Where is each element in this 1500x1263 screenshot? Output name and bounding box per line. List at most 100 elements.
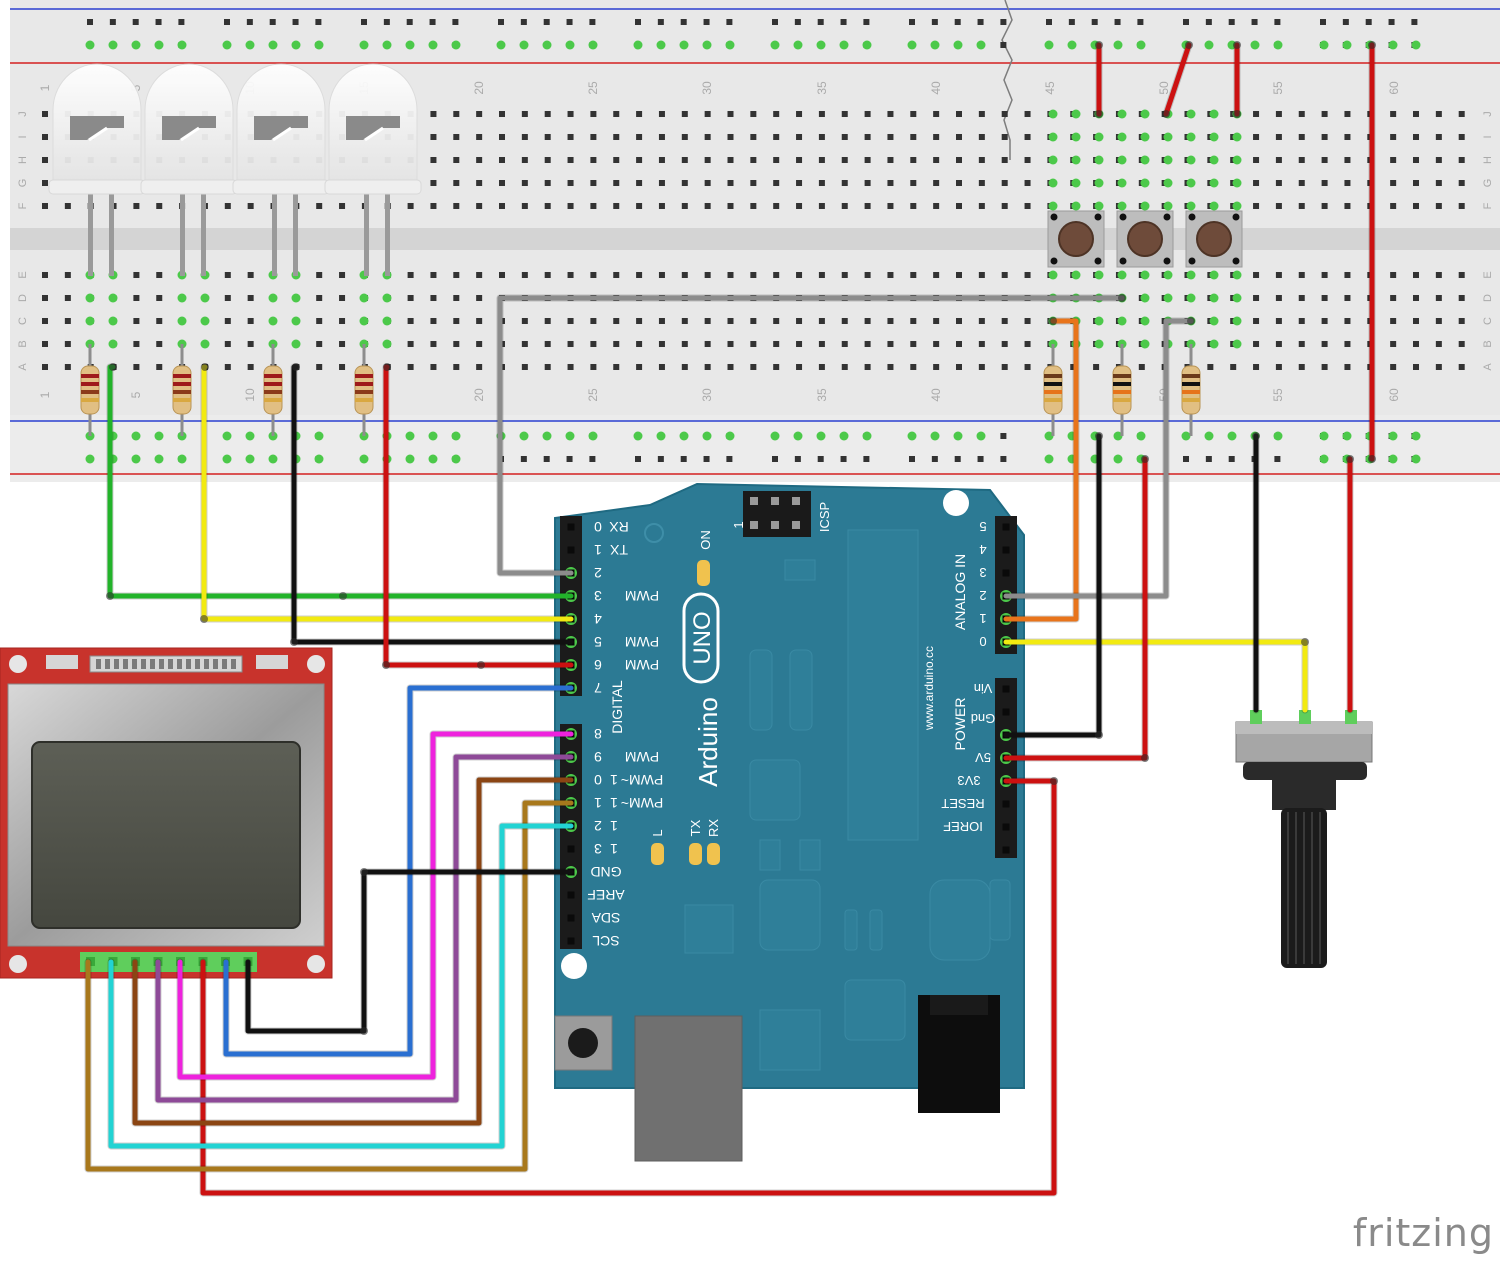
breadboard-hole (1321, 134, 1328, 140)
connected-hole (1186, 132, 1196, 142)
breadboard-hole (773, 134, 780, 140)
connected-hole (1117, 270, 1127, 280)
rail-hole (566, 19, 573, 25)
connected-hole (1232, 178, 1242, 188)
rail-hole (1137, 19, 1144, 25)
connected-hole (1232, 293, 1242, 303)
connected-hole (428, 431, 438, 441)
breadboard-hole (933, 111, 940, 117)
connected-hole (451, 40, 461, 50)
breadboard-hole (818, 157, 825, 163)
analog-pin-number: 3 (979, 565, 986, 580)
breadboard-hole (1458, 295, 1465, 301)
rail-hole (703, 456, 710, 462)
resistor (1043, 344, 1063, 436)
breadboard-hole (1275, 295, 1282, 301)
connected-hole (1048, 132, 1058, 142)
breadboard-hole (1321, 272, 1328, 278)
breadboard-hole (1207, 364, 1214, 370)
breadboard-hole (681, 364, 688, 370)
breadboard-hole (1344, 134, 1351, 140)
wire-red-top2 (1163, 42, 1192, 117)
column-number: 55 (1271, 81, 1285, 95)
column-number: 30 (700, 388, 714, 402)
breadboard-hole (42, 111, 48, 117)
breadboard-hole (224, 364, 231, 370)
analog-pin-number: 1 (979, 611, 986, 626)
breadboard-hole (407, 203, 414, 209)
wire-bend (1187, 317, 1195, 325)
connected-hole (200, 339, 210, 349)
digital-pin-number: 2 (594, 818, 602, 834)
rail-hole (1342, 19, 1349, 25)
breadboard-hole (978, 318, 985, 324)
rail-hole (1274, 456, 1281, 462)
on-label: ON (698, 530, 713, 550)
breadboard-hole (773, 364, 780, 370)
breadboard-hole (476, 272, 483, 278)
rail-hole (1320, 19, 1326, 25)
breadboard-hole (1298, 272, 1305, 278)
breadboard-hole (750, 180, 757, 186)
rail-hole (1000, 42, 1007, 48)
breadboard-hole (887, 341, 894, 347)
breadboard-hole (796, 180, 803, 186)
connected-hole (428, 40, 438, 50)
breadboard-hole (430, 157, 437, 163)
lcd-pin-strip (80, 952, 257, 972)
row-letter: G (17, 179, 29, 188)
breadboard-hole (818, 134, 825, 140)
connected-hole (1163, 270, 1173, 280)
rail-hole (909, 19, 915, 25)
breadboard-hole (796, 341, 803, 347)
breadboard-hole (796, 203, 803, 209)
connected-hole (177, 293, 187, 303)
breadboard-hole (887, 318, 894, 324)
connected-hole (1163, 178, 1173, 188)
breadboard-hole (613, 341, 620, 347)
breadboard-hole (1413, 203, 1419, 209)
digital-pin-number: 1 (610, 772, 618, 788)
breadboard-hole (1344, 203, 1351, 209)
breadboard-hole (1001, 111, 1008, 117)
connected-hole (1071, 155, 1081, 165)
breadboard-hole (1070, 364, 1077, 370)
connected-hole (1117, 178, 1127, 188)
breadboard-hole (1344, 295, 1351, 301)
power-header (995, 678, 1017, 858)
breadboard-hole (1458, 272, 1465, 278)
breadboard-hole (133, 295, 140, 301)
breadboard-hole (1253, 295, 1260, 301)
connected-hole (268, 454, 278, 464)
header-pin-hole (1002, 708, 1010, 716)
breadboard-hole (430, 341, 437, 347)
breadboard-hole (544, 180, 551, 186)
breadboard-hole (910, 341, 917, 347)
breadboard-hole (499, 272, 505, 278)
breadboard-hole (681, 203, 688, 209)
analog-pin-number: 4 (979, 542, 986, 557)
breadboard-hole (1413, 364, 1419, 370)
breadboard-hole (42, 134, 48, 140)
breadboard-hole (247, 318, 254, 324)
breadboard-hole (476, 157, 483, 163)
rail-hole (1068, 19, 1075, 25)
digital-pin-number: 3 (594, 588, 602, 604)
breadboard-hole (978, 157, 985, 163)
rail-hole (1274, 19, 1281, 25)
column-number: 40 (929, 81, 943, 95)
pwm-tag: PWM~ (621, 795, 663, 811)
rail-hole (1411, 19, 1418, 25)
breadboard-hole (1275, 157, 1282, 163)
connected-hole (108, 316, 118, 326)
connected-hole (382, 293, 392, 303)
breadboard-hole (1458, 203, 1465, 209)
wire-bend (1233, 41, 1241, 49)
breadboard-hole (521, 111, 528, 117)
breadboard-hole (453, 180, 460, 186)
breadboard-hole (704, 111, 711, 117)
analog-in-label: ANALOG IN (952, 554, 968, 630)
breadboard-hole (887, 203, 894, 209)
breadboard-hole (1390, 134, 1397, 140)
connected-hole (1186, 270, 1196, 280)
